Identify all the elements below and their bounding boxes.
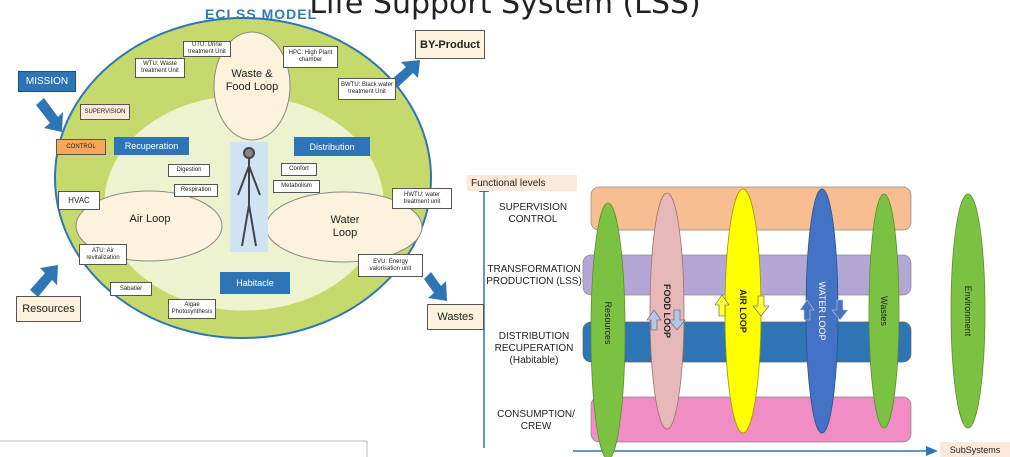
x-axis-arrowhead: [926, 446, 938, 456]
air-loop-label: Air Loop: [129, 213, 171, 225]
wastes-tag: Wastes: [427, 304, 484, 330]
bwtu-box: BWTU: Black water treatment Unit: [338, 78, 396, 100]
distribution-tag: Distribution: [294, 137, 370, 156]
ellipse-resources: [590, 202, 626, 457]
resources-arrow: [30, 265, 58, 297]
habitacle-tag: Habitacle: [220, 272, 290, 294]
air-loop-flow-arrows: [714, 294, 770, 317]
mission-tag: MISSION: [18, 71, 76, 92]
wtu-box: WTU: Waste treatment Unit: [135, 58, 185, 78]
mission-arrow: [36, 98, 63, 132]
human-figure: [237, 147, 261, 247]
functional-levels-label: Functional levels: [467, 175, 577, 191]
water-loop-flow-arrows: [799, 299, 849, 321]
utu-box: UTU: Urine treatment Unit: [183, 41, 231, 57]
metabolism-box: Metabolism: [273, 180, 320, 193]
subsystem-label-wastes: Wastes: [879, 296, 889, 326]
digestion-box: Digestion: [168, 164, 210, 177]
hpc-box: HPC: High Plant chamber: [283, 46, 338, 68]
recuperation-tag: Recuperation: [114, 137, 189, 155]
resources-tag: Resources: [16, 296, 81, 322]
algae-box: Algae Photosynthesis: [168, 299, 216, 319]
wastes-arrow: [424, 272, 447, 301]
level-label-consumption: CONSUMPTION/ CREW: [497, 409, 575, 432]
level-label-transformation: TRANSFORMATION PRODUCTION (LSS): [486, 264, 582, 287]
subsystem-label-food-loop: FOOD LOOP: [662, 284, 672, 338]
level-label-distribution: DISTRIBUTION RECUPERATION (Habitable): [494, 331, 574, 366]
atu-box: ATU: Air revitalization: [79, 244, 127, 265]
subsystem-label-water-loop: WATER LOOP: [817, 281, 827, 341]
ellipse-wastes: [868, 193, 900, 429]
hwtu-box: HWTU: water treatment unit: [392, 188, 452, 209]
control-tag: CONTROL: [56, 139, 106, 155]
hvac-tag: HVAC: [58, 191, 100, 210]
subsystems-label: SubSystems: [940, 442, 1010, 457]
level-label-supervision: SUPERVISION CONTROL: [498, 202, 568, 225]
ellipse-food-loop: [649, 192, 685, 430]
evu-box: EVU: Energy valorisation unit: [358, 254, 423, 277]
by-product-arrow: [391, 60, 420, 87]
by-product-tag: BY-Product: [415, 30, 485, 59]
waste-food-loop-label: Waste & Food Loop: [225, 68, 279, 93]
supervision-tag: SUPERVISION: [80, 104, 130, 120]
ellipse-environment: [950, 193, 986, 429]
respiration-box: Respiration: [174, 184, 218, 197]
sabatier-box: Sabatier: [110, 282, 152, 296]
waste-food-loop-shape: [213, 31, 291, 141]
subsystem-label-resources: Resources: [603, 301, 613, 345]
subsystem-label-air-loop: AIR LOOP: [738, 289, 748, 333]
water-loop-label: Water Loop: [330, 214, 360, 239]
confort-box: Confort: [281, 163, 317, 176]
food-loop-flow-arrows: [646, 309, 686, 331]
page-title: Life Support System (LSS): [309, 0, 701, 21]
air-loop-shape: [75, 190, 223, 262]
subsystem-label-environment: Environment: [963, 285, 973, 337]
